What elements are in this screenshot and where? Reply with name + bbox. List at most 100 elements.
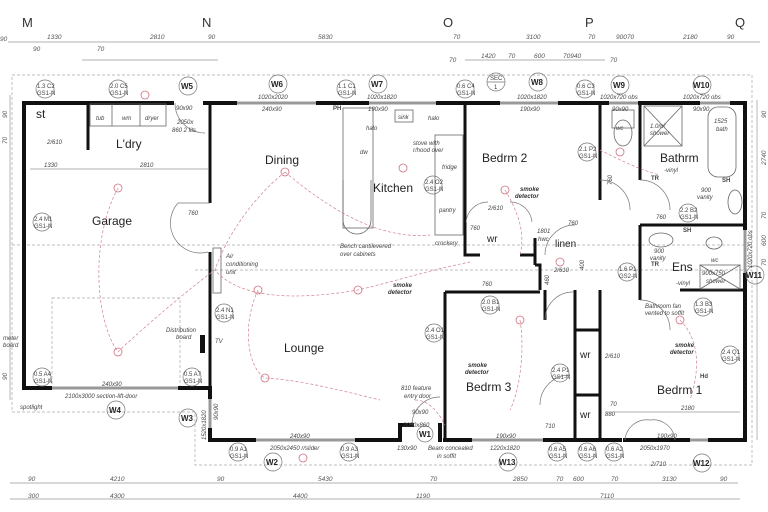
drawing-mark [108, 79, 128, 99]
annotation-label: 70 [610, 402, 617, 408]
dim: 1420 [481, 53, 496, 60]
annotation-label: 0.6 A6 [579, 447, 597, 453]
dim: 4300 [110, 493, 125, 500]
annotation-label: W2 [266, 458, 279, 467]
dim: 70 [610, 57, 618, 64]
light-icon [353, 285, 363, 295]
annotation-label: Bathroom fan [645, 304, 682, 310]
ens-wc [705, 236, 723, 250]
dim: 90 [0, 36, 8, 43]
annotation-label: detector [388, 290, 412, 296]
annotation-label: 760 [470, 226, 481, 232]
drawing-mark [550, 363, 570, 383]
annotation-label: 0.9 A1 [230, 447, 248, 453]
dim: 90 [2, 110, 9, 118]
grid-label-o: O [443, 15, 453, 30]
annotation-label: GS1-N [695, 309, 713, 315]
annotation-label: pantry [438, 208, 457, 214]
annotation-label: 0.9 A3 [341, 447, 359, 453]
light-icon [515, 315, 525, 325]
annotation-label: 90x90 [214, 403, 220, 420]
annotation-label: SEC [490, 76, 503, 82]
drawing-mark [575, 79, 595, 99]
light-icon [500, 185, 510, 195]
annotation-label: in soffit [437, 454, 456, 460]
window-tag-w13: W13 [498, 452, 518, 472]
annotation-label: 0.5 A4 [34, 372, 52, 378]
exterior-walls [22, 101, 747, 442]
dim: 90 [727, 34, 735, 41]
ens-basin [648, 232, 674, 248]
annotation-label: 2.4 N1 [216, 308, 234, 314]
annotation-label: Distribution [166, 328, 197, 334]
dim: 70 [430, 476, 438, 483]
annotation-label: 2.4 M1 [34, 217, 53, 223]
light-icon [298, 453, 308, 463]
annotation-label: 90x90 [412, 410, 429, 416]
annotation-label: 1020x720 obs [748, 230, 754, 268]
dim: 5830 [318, 34, 333, 41]
annotation-label: GS1-N [37, 91, 55, 97]
dim: 90 [208, 34, 216, 41]
annotation-label: 2050x2450 r/slider [269, 446, 320, 452]
room-linen: linen [555, 239, 576, 250]
light-icon [260, 373, 270, 383]
annotation-label: 0.6 C4 [457, 84, 475, 90]
room-bedroom-1: Bedrm 1 [657, 383, 703, 397]
dim: 3100 [526, 34, 541, 41]
drawing-mark [182, 367, 202, 387]
drawing-mark [528, 72, 548, 92]
annotation-label: W12 [693, 459, 710, 468]
drawing-mark [509, 319, 523, 411]
annotation-label: vanity [650, 256, 667, 262]
annotation-label: 1020x2020 [258, 95, 288, 101]
annotation-label: detector [465, 370, 489, 376]
annotation-label: GS1-N [680, 215, 698, 221]
window-openings [50, 101, 747, 442]
drawing-mark [639, 299, 671, 331]
room-kitchen: Kitchen [373, 181, 413, 195]
car-space [51, 297, 181, 389]
annotation-label: W8 [531, 78, 544, 87]
door-swings [170, 102, 676, 441]
window-tag-w3: W3 [178, 408, 198, 428]
toilet-pan [613, 119, 633, 147]
annotation-label: GS1-N [34, 224, 52, 230]
dim: 90 [217, 476, 225, 483]
dim: 90 [761, 110, 768, 118]
annotation-label: crockery [435, 241, 459, 247]
annotation-label: W9 [613, 81, 626, 90]
annotation-label: 1.3 C2 [37, 84, 55, 90]
eave-outline [11, 74, 753, 466]
drawing-mark [577, 442, 597, 462]
room-dining: Dining [265, 153, 299, 167]
annotation-label: 2/610 [487, 206, 504, 212]
light-icon [398, 163, 408, 173]
annotation-label: detector [515, 194, 539, 200]
annotation-label: 760 [568, 221, 579, 227]
annotation-label: wc [616, 126, 623, 132]
drawing-mark [639, 179, 671, 211]
annotation-label: TR [651, 176, 660, 182]
annotation-label: shower [650, 131, 670, 137]
sink-icon [394, 109, 414, 123]
dim: 600 [761, 235, 768, 246]
annotation-label: 190x90 [520, 107, 540, 113]
kitchen-bench [342, 107, 374, 229]
annotation-label: W7 [371, 80, 384, 89]
drawing-mark [604, 442, 624, 462]
window-tag-w1: W1 [416, 425, 434, 443]
annotation-label: 240x90 [261, 107, 282, 113]
drawing-mark [679, 319, 697, 401]
annotation-label: r/hood over [413, 148, 444, 154]
annotation-label: W6 [271, 80, 284, 89]
annotation-label: 1.6 P1 [619, 267, 637, 273]
